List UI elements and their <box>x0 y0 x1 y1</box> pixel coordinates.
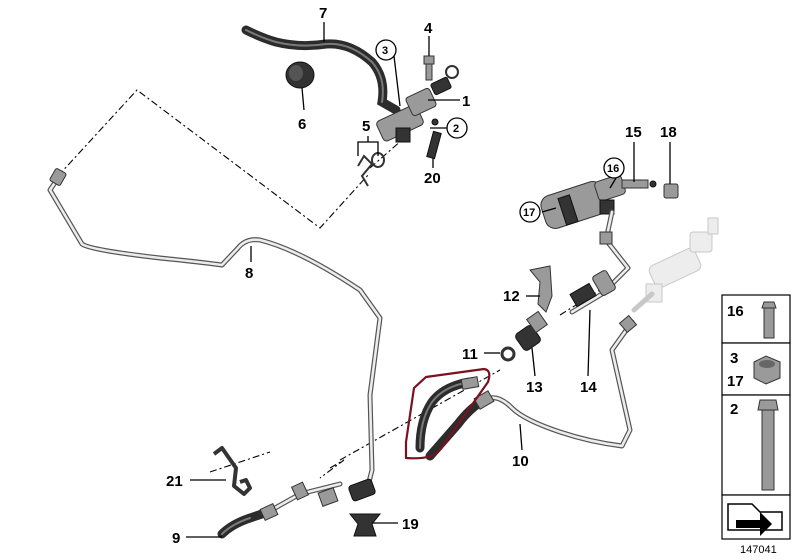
part-8-clutch-line[interactable] <box>47 168 383 489</box>
callout-4: 4 <box>424 20 433 37</box>
callout-14: 14 <box>580 379 597 396</box>
callout-9: 9 <box>172 530 180 547</box>
part-12-bracket[interactable] <box>529 265 553 313</box>
part-20-pin[interactable] <box>426 130 442 160</box>
svg-text:16: 16 <box>607 163 619 175</box>
callout-2-circled: 2 <box>446 117 468 139</box>
callout-17-circled: 17 <box>519 201 541 223</box>
callout-13: 13 <box>526 379 543 396</box>
part-1-master-cylinder[interactable] <box>375 65 459 143</box>
callout-11: 11 <box>462 346 478 363</box>
callout-5: 5 <box>362 118 370 135</box>
legend-label-16: 16 <box>727 303 744 320</box>
reference-number: 147041 <box>740 544 777 556</box>
part-9-lower-hose[interactable] <box>217 481 343 539</box>
callout-21: 21 <box>166 473 183 490</box>
svg-text:17: 17 <box>523 207 535 219</box>
legend-label-17: 17 <box>727 373 744 390</box>
part-13-connector[interactable] <box>514 310 549 351</box>
legend-label-2: 2 <box>730 401 738 418</box>
callout-6: 6 <box>298 116 306 133</box>
callout-8: 8 <box>245 265 253 282</box>
callout-7: 7 <box>319 5 327 22</box>
callout-10: 10 <box>512 453 529 470</box>
callout-1: 1 <box>462 93 470 110</box>
long-bolt-icon <box>757 399 779 491</box>
callout-18: 18 <box>660 124 677 141</box>
svg-text:3: 3 <box>382 45 388 57</box>
callout-19: 19 <box>402 516 419 533</box>
part-4-bolt[interactable] <box>423 55 435 81</box>
callout-16-circled: 16 <box>603 157 625 179</box>
fastener-legend: 16 3 17 2 <box>721 294 791 540</box>
selected-part-highlight-outline <box>404 367 491 460</box>
callout-12: 12 <box>503 288 520 305</box>
callout-3-circled: 3 <box>375 39 397 61</box>
callout-20: 20 <box>424 170 441 187</box>
quick-coupling[interactable] <box>317 478 376 507</box>
part-14-pipe-assembly[interactable] <box>569 209 631 315</box>
callout-15: 15 <box>625 124 642 141</box>
part-15-slave-cylinder[interactable] <box>538 174 657 231</box>
part-7-reservoir-hose[interactable] <box>241 25 401 115</box>
part-11-seal-ring[interactable] <box>500 346 516 362</box>
leader-lines <box>186 22 671 538</box>
short-bolt-icon <box>761 301 777 339</box>
hex-nut-icon <box>753 355 781 385</box>
svg-text:2: 2 <box>453 123 459 135</box>
part-18-bleeder-cap[interactable] <box>663 183 679 199</box>
part-10-pipe[interactable] <box>487 314 638 449</box>
folder-arrow-icon <box>727 503 783 536</box>
part-6-grommet[interactable] <box>285 61 315 89</box>
legend-label-3: 3 <box>730 350 738 367</box>
part-19-grommet[interactable] <box>348 513 382 537</box>
callout-labels: 7 4 3 1 2 6 5 20 8 15 18 16 17 12 11 13 … <box>166 5 677 547</box>
part-21-clip-bracket[interactable] <box>212 446 252 496</box>
dash-dot-leaders <box>57 89 601 479</box>
ghost-master-cylinder <box>631 217 719 313</box>
